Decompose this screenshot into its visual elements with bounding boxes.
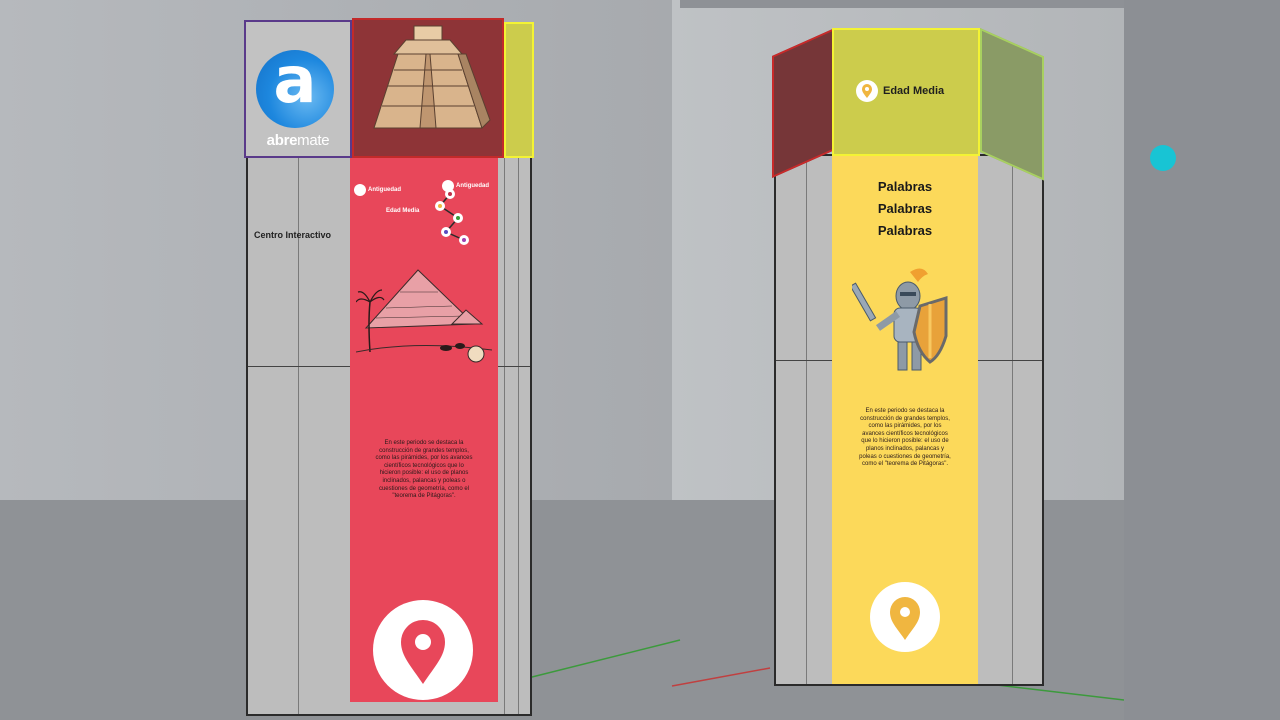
abremate-logo: a bbox=[256, 44, 334, 128]
title-line-3: Palabras bbox=[877, 223, 933, 238]
location-button-right[interactable] bbox=[870, 582, 940, 652]
red-info-panel: Antiguedad Antiguedad Edad Media En bbox=[350, 158, 498, 702]
pin-icon bbox=[442, 180, 454, 192]
map-pin-icon bbox=[401, 620, 445, 684]
brand-name-rest: mate bbox=[297, 132, 330, 149]
title-line-2: Palabras bbox=[877, 201, 933, 216]
right-description: En este periodo se destaca la construcci… bbox=[859, 408, 951, 468]
ceiling-edge bbox=[680, 0, 1124, 8]
pin-antiguedad-right[interactable]: Antiguedad bbox=[442, 180, 489, 192]
mayan-pyramid-icon bbox=[373, 25, 491, 129]
map-label-antiguedad-1: Antiguedad bbox=[368, 187, 401, 193]
map-pin-icon bbox=[890, 597, 920, 640]
logo-panel: a abremate bbox=[244, 20, 352, 158]
knight-illustration bbox=[852, 268, 948, 371]
yellow-info-panel: Palabras Palabras Palabras En este perio… bbox=[832, 156, 978, 684]
title-line-1: Palabras bbox=[877, 179, 933, 194]
edad-media-header-panel: Edad Media bbox=[832, 28, 980, 156]
pin-antiguedad-left[interactable]: Antiguedad bbox=[354, 184, 401, 196]
timeline-map-icon bbox=[435, 190, 469, 245]
logo-letter: a bbox=[273, 44, 317, 118]
location-button-left[interactable] bbox=[373, 600, 473, 700]
map-pin-icon bbox=[856, 80, 878, 102]
map-label-edad-media: Edad Media bbox=[386, 208, 420, 214]
pin-icon bbox=[354, 184, 366, 196]
pyramid-header-panel bbox=[352, 18, 504, 158]
side-label: Centro Interactivo bbox=[254, 230, 332, 240]
viewport-side-strip bbox=[1124, 0, 1280, 720]
edad-media-badge: Edad Media bbox=[856, 80, 944, 102]
panel-title: Palabras Palabras Palabras bbox=[832, 176, 978, 242]
yellow-side-panel bbox=[504, 22, 534, 158]
map-label-antiguedad-2: Antiguedad bbox=[456, 183, 489, 189]
left-kiosk-column[interactable]: a abremate Centro Interactivo Antiguedad… bbox=[240, 18, 540, 720]
cursor-indicator bbox=[1150, 145, 1176, 171]
egyptian-pyramids-illustration bbox=[356, 269, 492, 363]
right-kiosk-column[interactable]: Edad Media Palabras Palabras Palabras En… bbox=[768, 26, 1048, 690]
brand-name: abremate bbox=[246, 132, 350, 149]
header-label: Edad Media bbox=[883, 85, 945, 97]
brand-name-bold: abre bbox=[266, 132, 298, 149]
left-description: En este periodo se destaca la construcci… bbox=[375, 440, 473, 500]
